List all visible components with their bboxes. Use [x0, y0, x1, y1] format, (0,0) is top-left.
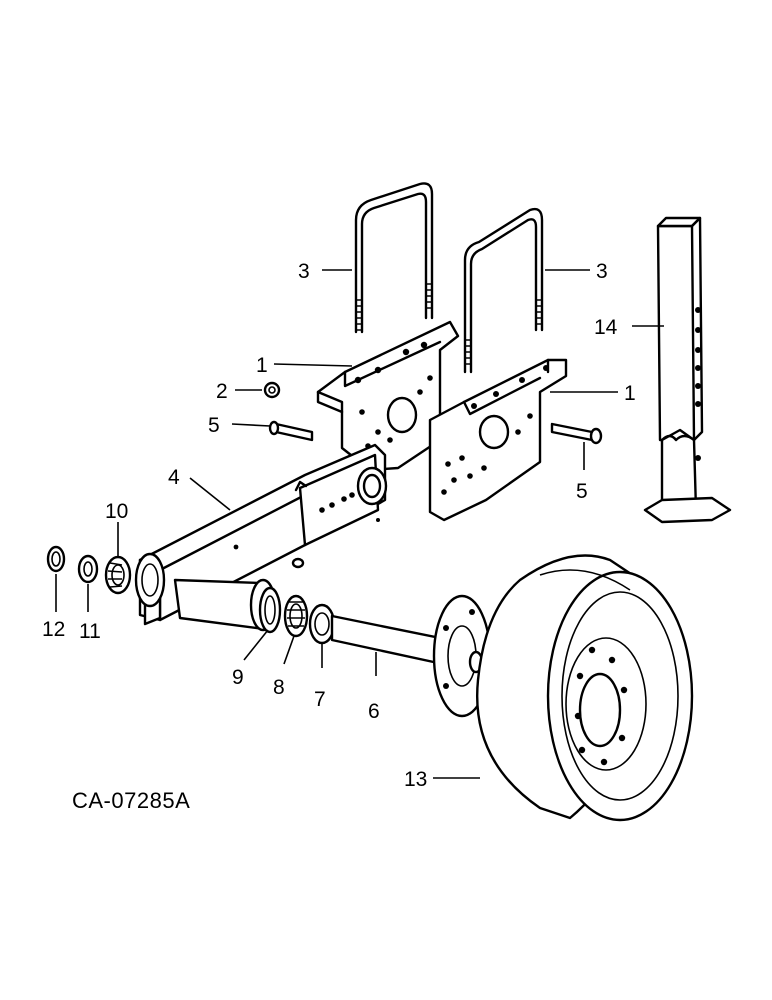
- seal: [258, 586, 282, 634]
- outer-bearing: [104, 555, 132, 595]
- callout-6: 6: [368, 700, 380, 723]
- callout-5-right: 5: [576, 480, 588, 503]
- callout-9: 9: [232, 666, 244, 689]
- bracket-plate-right: [428, 358, 568, 522]
- callout-11: 11: [79, 620, 101, 643]
- nut: [263, 381, 281, 399]
- bracket-plate-left: [316, 320, 460, 472]
- callout-13: 13: [404, 768, 427, 791]
- bearing-cup: [308, 603, 336, 645]
- callout-8: 8: [273, 676, 285, 699]
- bolt-left: [268, 420, 314, 442]
- callout-7: 7: [314, 688, 326, 711]
- callout-5-left: 5: [208, 414, 220, 437]
- wheel: [476, 554, 694, 822]
- u-bolt-left: [354, 182, 434, 334]
- drawing-code: CA-07285A: [72, 788, 190, 813]
- spindle: [330, 594, 492, 718]
- arm: [138, 443, 388, 626]
- callout-3-left: 3: [298, 260, 310, 283]
- retaining-nut: [46, 545, 66, 573]
- callout-labels: 3 3 1 1 2 5 5 4 14 10 12 11 9 8 7 6 13: [42, 260, 636, 791]
- callout-14: 14: [594, 316, 618, 339]
- callout-3-right: 3: [596, 260, 608, 283]
- callout-2: 2: [216, 380, 228, 403]
- bearing-cone: [283, 594, 309, 638]
- callout-10: 10: [105, 500, 128, 523]
- callout-12: 12: [42, 618, 65, 641]
- callout-1-left: 1: [256, 354, 268, 377]
- stand-tube: [643, 216, 732, 524]
- bolt-right: [550, 422, 603, 445]
- leader-lines: [55, 269, 664, 779]
- washer: [77, 554, 99, 584]
- u-bolt-right: [463, 207, 544, 374]
- callout-1-right: 1: [624, 382, 636, 405]
- callout-4: 4: [168, 466, 180, 489]
